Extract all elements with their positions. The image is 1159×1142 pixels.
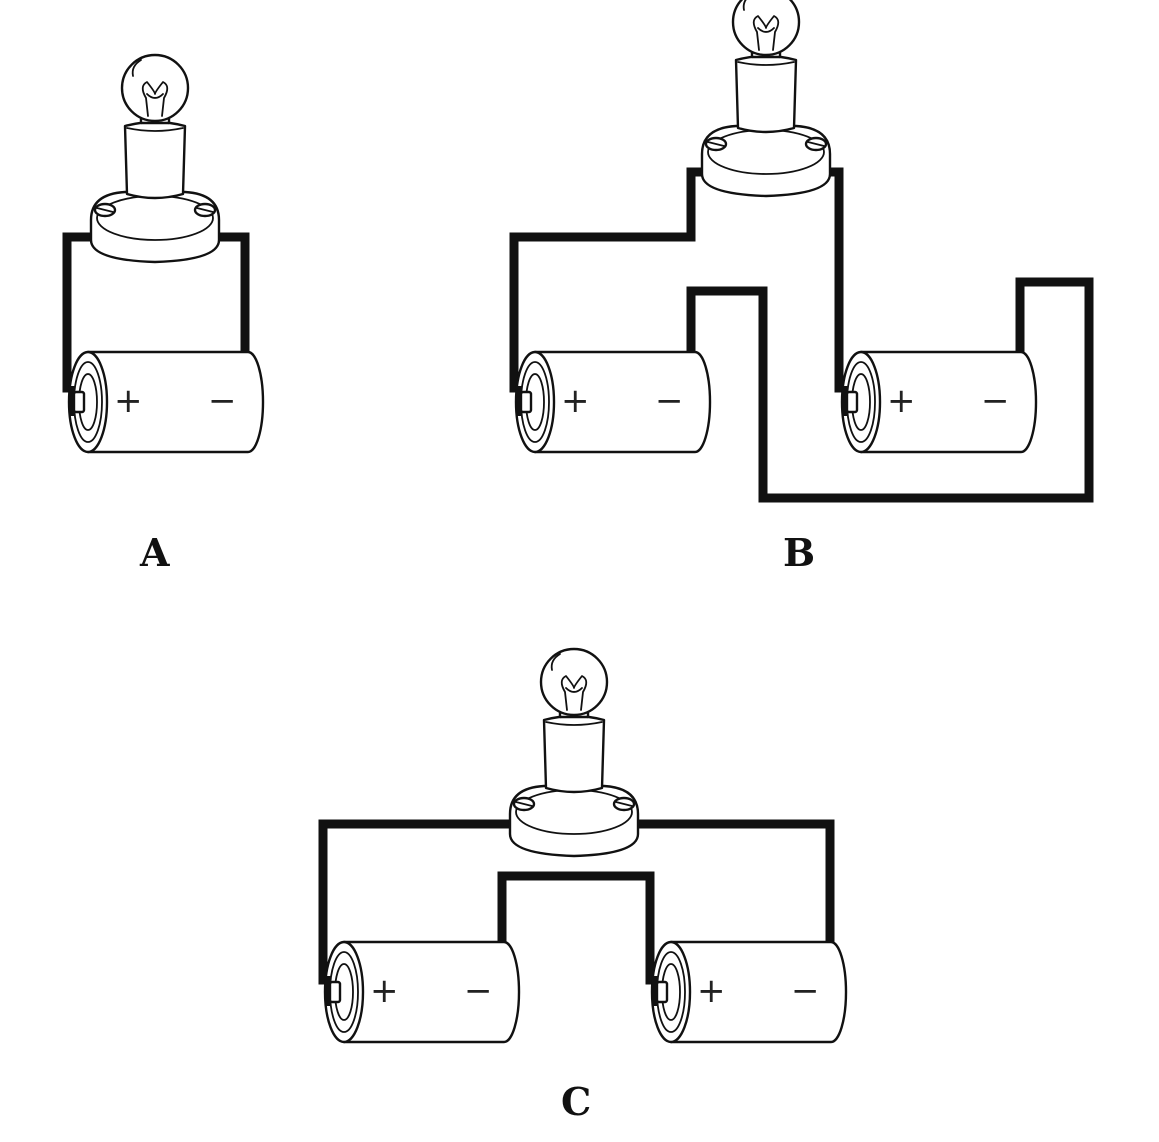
battery-b-1-plus-sign: + (561, 381, 590, 421)
wire-b-right (805, 167, 844, 393)
panel-b: + − + − (509, 0, 1094, 503)
panel-label-b: B (783, 530, 816, 575)
battery-b-2-plus-sign: + (887, 381, 916, 421)
battery-c-1-minus-sign: − (464, 971, 493, 1011)
wire-b-middle (686, 277, 1094, 503)
lamp-b (700, 0, 832, 198)
battery-c-1-plus-sign: + (370, 971, 399, 1011)
lamp-c (508, 647, 640, 858)
battery-b-1-minus-sign: − (655, 381, 684, 421)
battery-c-1: + − (323, 940, 521, 1044)
panel-c: + − + − (318, 647, 848, 1044)
battery-a: + − (67, 350, 265, 454)
battery-b-2: + − (840, 350, 1038, 454)
battery-b-2-minus-sign: − (981, 381, 1010, 421)
panel-label-c: C (561, 1079, 592, 1124)
battery-a-minus-sign: − (208, 381, 237, 421)
panel-a: + − (62, 53, 265, 454)
lamp-a (89, 53, 221, 264)
panel-label-a: A (140, 530, 170, 575)
battery-c-2-plus-sign: + (697, 971, 726, 1011)
wire-c-inner (497, 871, 655, 990)
battery-c-2-minus-sign: − (791, 971, 820, 1011)
battery-c-2: + − (650, 940, 848, 1044)
battery-a-plus-sign: + (114, 381, 143, 421)
battery-b-1: + − (514, 350, 712, 454)
